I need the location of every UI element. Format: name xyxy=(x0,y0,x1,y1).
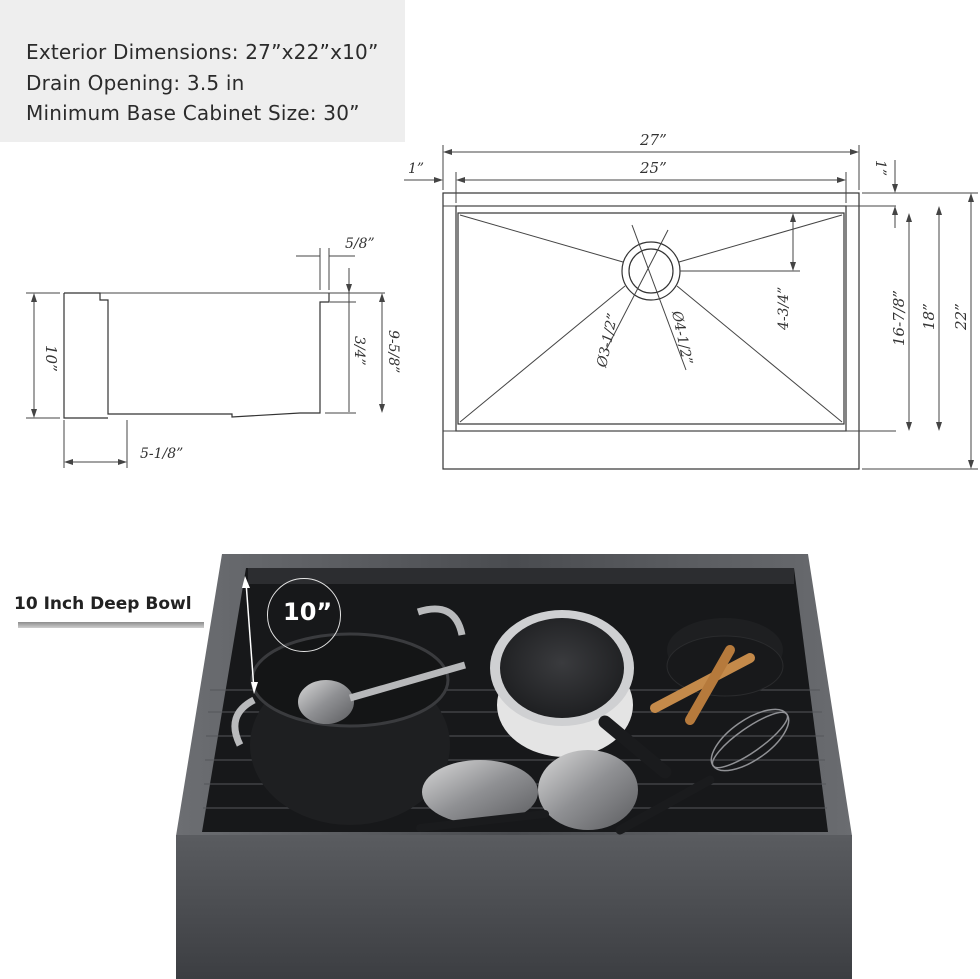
bowl-depth-label: 18” xyxy=(920,303,938,330)
left-margin-label: 1” xyxy=(408,161,424,177)
overall-depth-label: 22” xyxy=(952,303,970,331)
depth-badge: 10” xyxy=(283,598,333,626)
spec-drain: Drain Opening: 3.5 in xyxy=(26,71,245,95)
overall-width-label: 27” xyxy=(639,131,667,149)
spec-cabinet: Minimum Base Cabinet Size: 30” xyxy=(26,101,360,125)
side-offset-label: 5-1/8” xyxy=(140,446,183,462)
top-outer xyxy=(442,192,860,470)
spec-exterior: Exterior Dimensions: 27”x22”x10” xyxy=(26,40,379,64)
saucepan-left xyxy=(422,760,538,824)
sink-photo xyxy=(176,554,852,979)
drain-outer-dia-label: Ø4-1/2” xyxy=(668,309,695,367)
top-bowl-inner xyxy=(457,212,845,425)
side-inner-label: 3/4” xyxy=(351,336,367,366)
drain-inner-dia-label: Ø3-1/2” xyxy=(594,312,621,370)
spec-box: Exterior Dimensions: 27”x22”x10” Drain O… xyxy=(0,0,405,142)
depth-arrow xyxy=(245,581,255,691)
top-view: Ø3-1/2” Ø4-1/2” 4-3/4” 27” 25” 1” 1” xyxy=(404,131,978,470)
sink-apron xyxy=(176,835,852,979)
drain-offset-label: 4-3/4” xyxy=(776,287,792,331)
ladle xyxy=(298,680,354,724)
inner-depth-label: 16-7/8” xyxy=(890,290,908,346)
side-front-label: 9-5/8” xyxy=(385,330,401,373)
right-margin-label: 1” xyxy=(872,160,888,176)
side-back-wall xyxy=(63,293,108,419)
side-profile xyxy=(64,292,330,418)
drain-outer xyxy=(621,241,681,301)
side-lip-label: 5/8” xyxy=(345,236,375,252)
bowl-width-label: 25” xyxy=(639,159,667,177)
bowl-label-underline xyxy=(18,622,204,628)
pot-handle xyxy=(416,605,466,636)
side-view: 10” 5/8” 3/4” 9-5/8” 5-1/8” xyxy=(26,236,401,468)
depth-circle xyxy=(267,578,341,652)
whisk xyxy=(710,708,790,772)
bowl-label: 10 Inch Deep Bowl xyxy=(14,594,192,614)
technical-drawings: 10” 5/8” 3/4” 9-5/8” 5-1/8” xyxy=(26,131,978,470)
wooden-spatula xyxy=(650,653,755,713)
saucepan-right xyxy=(538,750,638,830)
side-depth-label: 10” xyxy=(42,345,60,372)
drain-inner xyxy=(628,248,674,294)
